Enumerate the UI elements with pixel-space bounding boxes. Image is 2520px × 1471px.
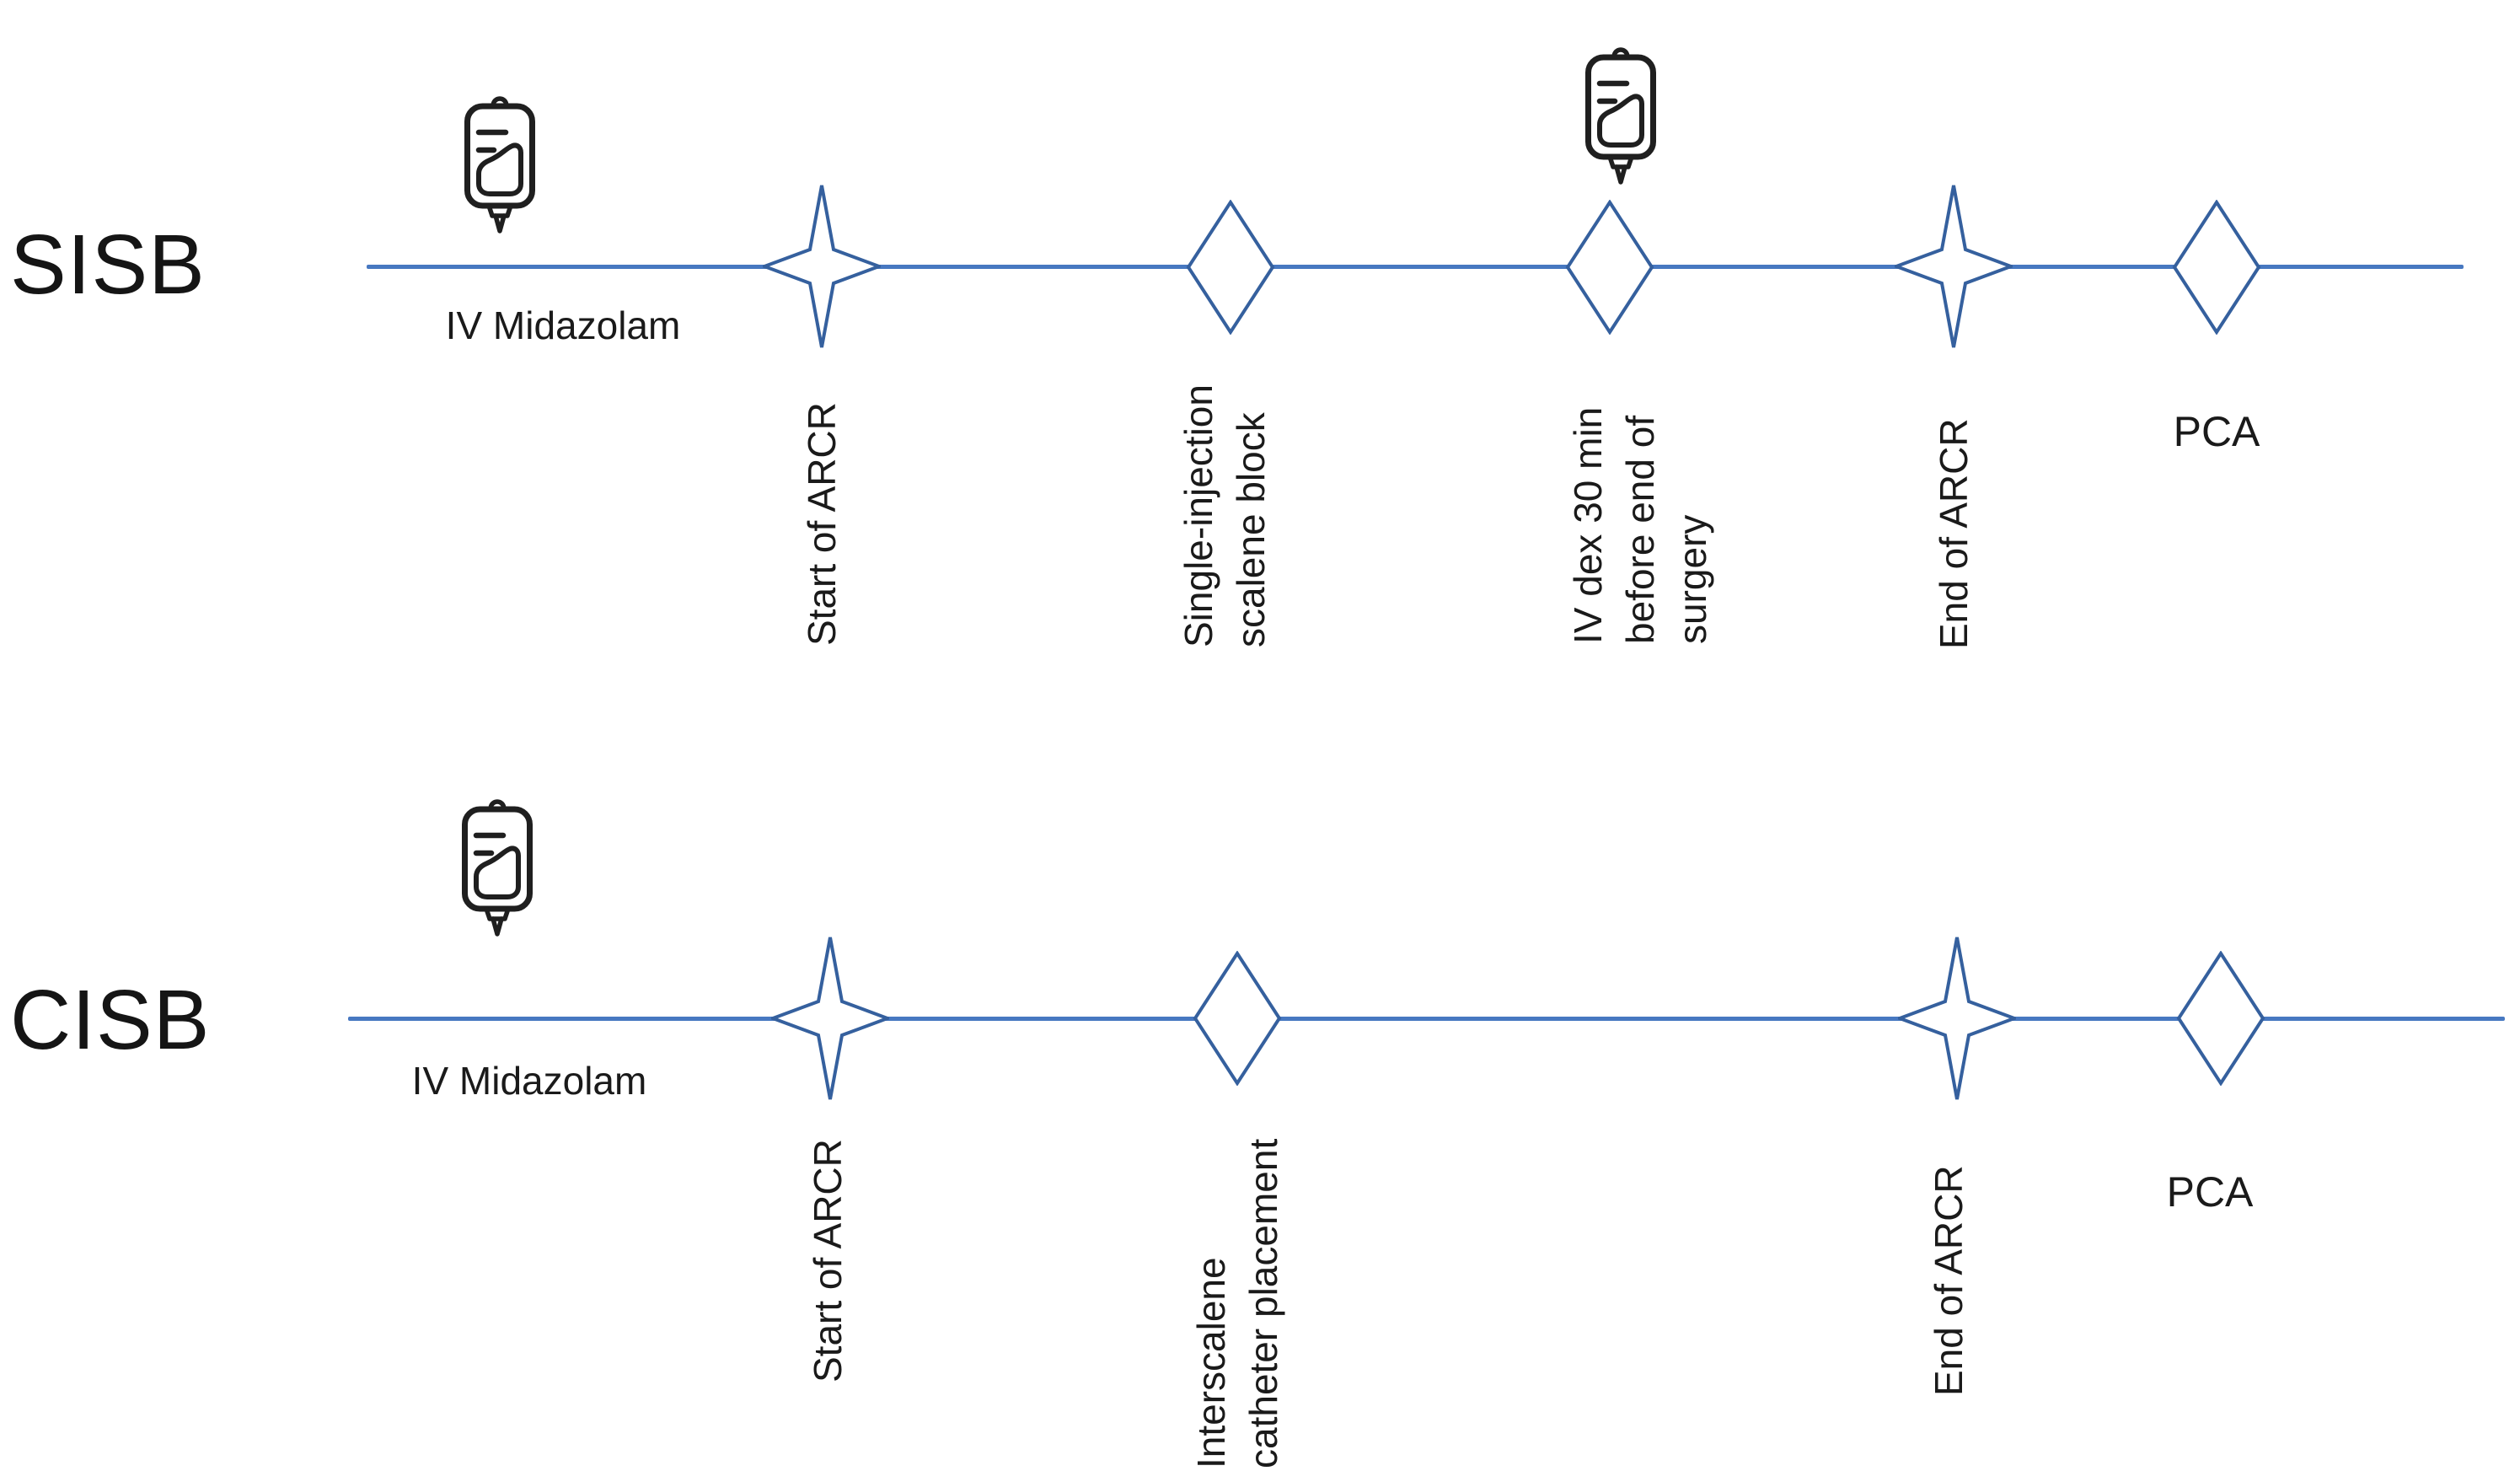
event-label-end-of-arcr: End of ARCR — [1932, 418, 1976, 649]
diamond-marker — [1565, 200, 1654, 335]
timeline-cisb — [348, 1017, 2505, 1021]
diamond-marker — [2172, 200, 2261, 335]
timeline-sisb — [367, 265, 2464, 269]
event-label-iv-dex: IV dex 30 min before end of surgery — [1566, 406, 1714, 644]
iv-bag-icon — [459, 796, 535, 946]
premed-label: IV Midazolam — [411, 1059, 647, 1103]
event-label-single-injection-scalene-block: Single-injection scalene block — [1177, 384, 1273, 647]
star-marker — [771, 936, 889, 1101]
premed-label: IV Midazolam — [445, 303, 681, 347]
row-label-sisb: SISB — [10, 217, 206, 312]
row-label-cisb: CISB — [10, 973, 211, 1067]
event-label-end-of-arcr: End of ARCR — [1927, 1165, 1970, 1396]
event-label-pca: PCA — [2166, 1168, 2254, 1216]
event-label-start-of-arcr: Start of ARCR — [806, 1139, 850, 1382]
star-marker — [1895, 184, 2013, 349]
event-label-interscalene-catheter-placement: Interscalene catheter placement — [1189, 1138, 1285, 1468]
diamond-marker — [2176, 951, 2265, 1086]
diamond-marker — [1193, 951, 1282, 1086]
event-label-start-of-arcr: Start of ARCR — [800, 402, 844, 646]
iv-bag-icon — [1583, 44, 1659, 194]
event-label-pca: PCA — [2173, 408, 2260, 455]
star-marker — [763, 184, 881, 349]
iv-bag-icon — [462, 93, 538, 243]
diamond-marker — [1186, 200, 1275, 335]
star-marker — [1898, 936, 2016, 1101]
